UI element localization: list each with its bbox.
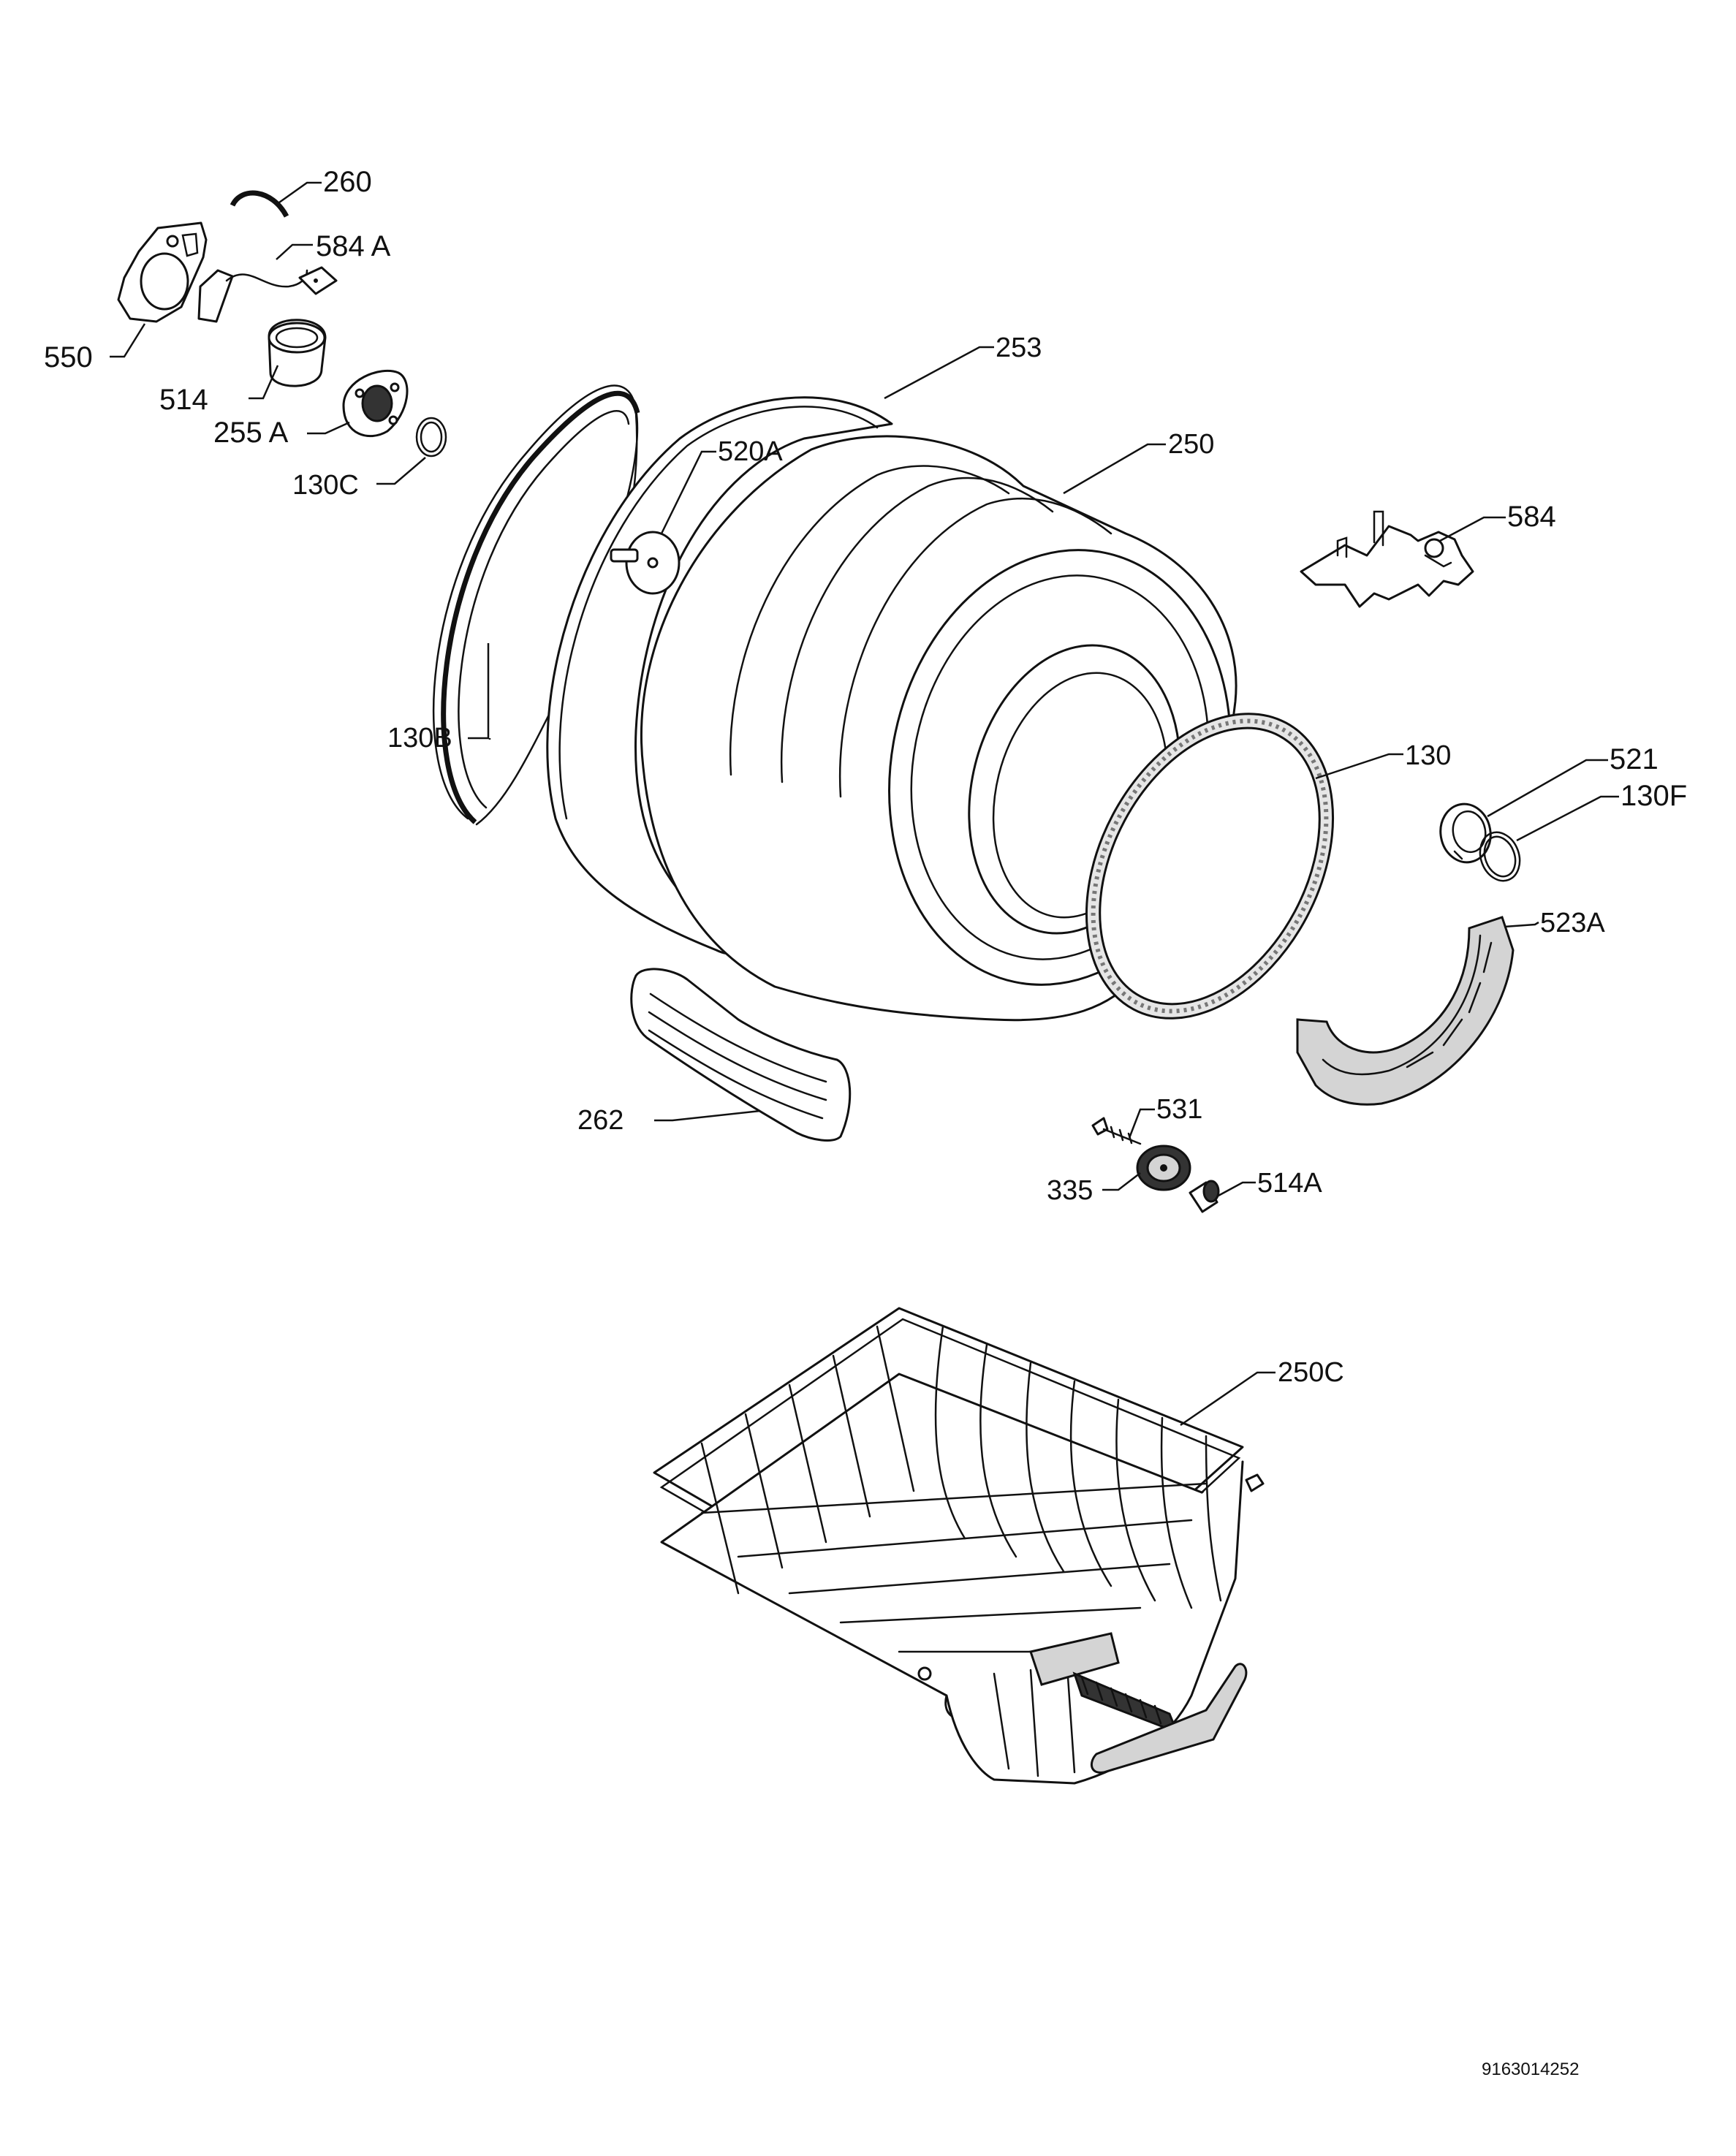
label-514: 514	[159, 384, 208, 416]
label-250c: 250C	[1278, 1357, 1344, 1388]
part-255a-shaft-flange	[342, 369, 409, 438]
part-130c-circlip	[415, 417, 447, 458]
part-550-bearing-bracket	[117, 221, 208, 323]
part-521-bearing-cap	[1439, 802, 1492, 864]
part-584a-sensor	[197, 266, 338, 323]
part-250c-drying-rack	[653, 1307, 1265, 1785]
label-531: 531	[1156, 1094, 1202, 1125]
part-253-rear-drum-shell	[546, 396, 893, 955]
leader-lines	[110, 181, 1619, 1427]
part-262-lifter	[630, 968, 852, 1142]
label-550: 550	[44, 341, 93, 373]
part-523a-front-bracket	[1296, 916, 1515, 1106]
label-521: 521	[1610, 743, 1659, 775]
part-514-bearing-sleeve	[268, 319, 327, 387]
label-584: 584	[1507, 501, 1556, 533]
label-130f: 130F	[1621, 780, 1687, 812]
label-253: 253	[996, 333, 1042, 363]
part-584-sensor-bracket	[1300, 510, 1474, 608]
label-260: 260	[323, 166, 372, 198]
label-130b: 130B	[387, 723, 452, 754]
label-130c: 130C	[292, 470, 359, 501]
label-523a: 523A	[1540, 908, 1605, 938]
label-255a: 255 A	[213, 417, 289, 449]
part-130f-clip-ring	[1479, 831, 1521, 882]
part-260-clip	[230, 190, 289, 218]
part-130-front-seal	[1085, 713, 1335, 1020]
part-520a-spindle-disc	[610, 531, 681, 595]
label-520a: 520A	[718, 436, 783, 467]
label-250: 250	[1168, 429, 1214, 460]
label-584a: 584 A	[316, 230, 391, 262]
part-514a-roller-sleeve	[1189, 1180, 1220, 1213]
label-335: 335	[1047, 1175, 1093, 1206]
label-130: 130	[1405, 740, 1451, 771]
label-514a: 514A	[1257, 1168, 1322, 1199]
part-531-screw	[1091, 1117, 1142, 1145]
label-262: 262	[577, 1105, 623, 1136]
part-335-roller-wheel	[1136, 1145, 1191, 1191]
document-number: 9163014252	[1482, 2060, 1579, 2079]
callout-labels: 260 584 A 550 514 255 A 130C 253 520A 25…	[44, 166, 1687, 1388]
